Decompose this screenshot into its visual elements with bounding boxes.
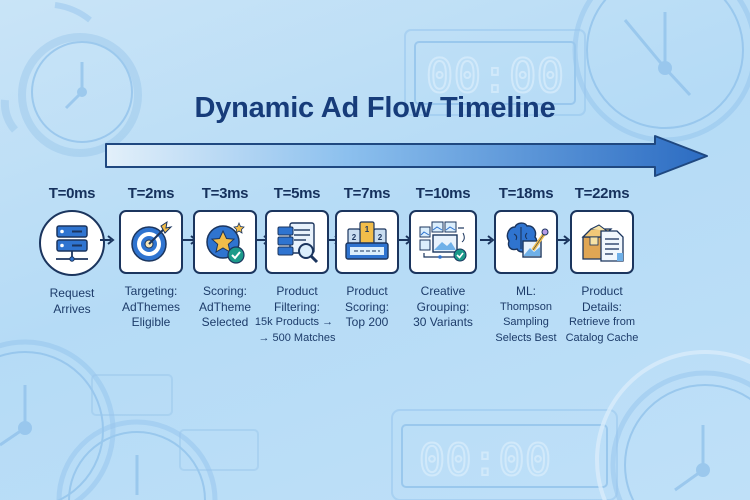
step-time: T=3ms bbox=[201, 185, 249, 202]
svg-text:2: 2 bbox=[352, 233, 357, 242]
database-search-icon bbox=[277, 222, 319, 264]
step-time: T=18ms bbox=[498, 185, 554, 202]
timeline-step: T=10ms Creative Grouping bbox=[398, 183, 488, 331]
target-icon bbox=[131, 220, 173, 262]
server-icon bbox=[56, 225, 88, 262]
svg-text:1: 1 bbox=[365, 225, 370, 234]
clock-icon bbox=[0, 2, 142, 157]
timeline-step: T=7ms 1 2 2 Product Scoring: Top 200 bbox=[322, 183, 412, 331]
step-icon-box bbox=[39, 210, 105, 276]
digital-timer: 00:00 bbox=[391, 409, 618, 500]
clock-icon bbox=[595, 350, 750, 500]
timeline-step: T=2ms Targeting: AdThemes Eligible bbox=[106, 183, 196, 331]
step-time: T=7ms bbox=[343, 185, 391, 202]
step-label: Product Scoring: Top 200 bbox=[344, 284, 390, 329]
timeline-step: T=5ms Product Filtering: 15k Products → … bbox=[252, 183, 342, 346]
clock-icon bbox=[0, 339, 116, 500]
timeline-step: T=18ms ML: Thompson Sampling Selects Bes… bbox=[481, 183, 571, 346]
step-icon-box bbox=[265, 210, 329, 274]
timeline-step: T=22ms Product Details: Retrieve from Ca… bbox=[557, 183, 647, 346]
step-icon-box bbox=[193, 210, 257, 274]
step-label: Targeting: AdThemes Eligible bbox=[121, 284, 181, 329]
step-icon-box bbox=[119, 210, 183, 274]
step-time: T=5ms bbox=[273, 185, 321, 202]
arrow-right-icon bbox=[100, 235, 115, 245]
step-label: Product Filtering: 15k Products → → 500 … bbox=[254, 284, 336, 344]
image-grid-icon bbox=[419, 221, 467, 262]
arrow-right-icon bbox=[480, 235, 495, 245]
step-time: T=10ms bbox=[415, 185, 471, 202]
step-icon-box: 1 2 2 bbox=[335, 210, 399, 274]
podium-icon: 1 2 2 bbox=[345, 221, 389, 260]
svg-text:00:00: 00:00 bbox=[419, 435, 551, 486]
step-label: Product Details: Retrieve from Catalog C… bbox=[565, 284, 639, 344]
step-label: ML: Thompson Sampling Selects Best bbox=[495, 284, 557, 344]
timeline-step: T=0ms Request Arrives bbox=[27, 183, 117, 317]
star-badge-icon bbox=[206, 221, 245, 264]
step-label: Creative Grouping: 30 Variants bbox=[413, 284, 473, 329]
timeline-steps: T=0ms Request Arrives T=2ms bbox=[0, 183, 750, 346]
step-label: Request Arrives bbox=[49, 286, 95, 316]
timeline-arrow bbox=[105, 135, 708, 177]
step-label: Scoring: AdTheme Selected bbox=[198, 284, 252, 329]
step-time: T=2ms bbox=[127, 185, 175, 202]
step-time: T=22ms bbox=[574, 185, 630, 202]
timeline-step: T=3ms Scoring: AdTheme Selected bbox=[180, 183, 270, 331]
step-time: T=0ms bbox=[48, 185, 96, 202]
brain-image-icon bbox=[506, 222, 549, 258]
arrow-right-icon bbox=[556, 235, 571, 245]
step-icon-box bbox=[494, 210, 558, 274]
page-title: Dynamic Ad Flow Timeline bbox=[194, 92, 556, 124]
svg-text:2: 2 bbox=[378, 233, 383, 242]
clock-icon bbox=[56, 419, 218, 500]
step-icon-box bbox=[409, 210, 477, 274]
step-icon-box bbox=[570, 210, 634, 274]
package-document-icon bbox=[581, 224, 624, 262]
